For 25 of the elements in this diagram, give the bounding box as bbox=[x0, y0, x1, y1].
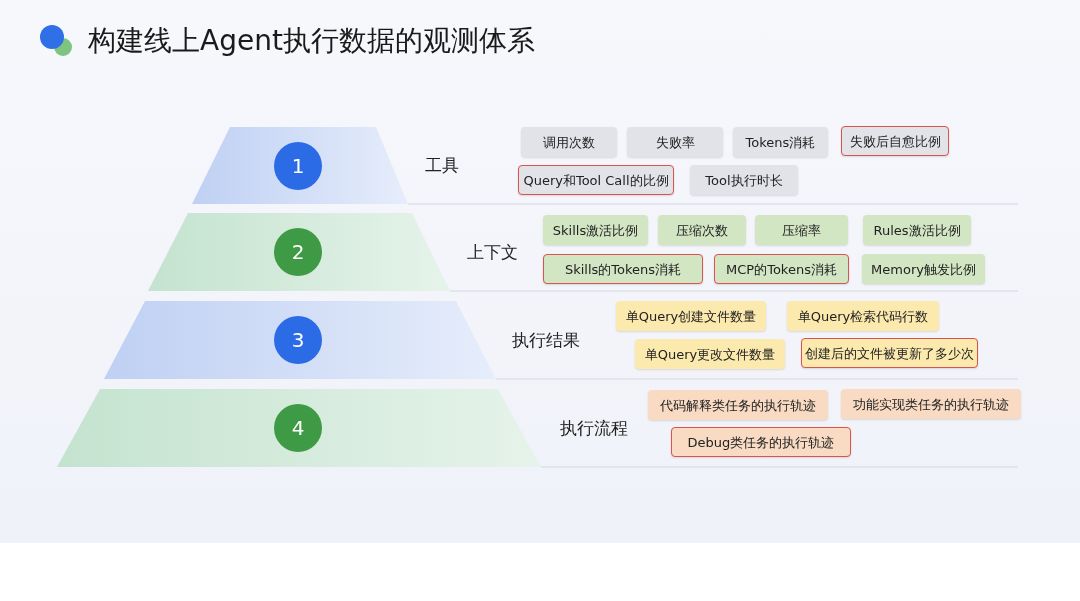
highlighted-metric-tag: MCP的Tokens消耗 bbox=[714, 254, 849, 284]
metric-tag: Tokens消耗 bbox=[733, 127, 828, 157]
metric-tag: 代码解释类任务的执行轨迹 bbox=[648, 390, 828, 420]
metric-tag: 压缩次数 bbox=[658, 215, 746, 245]
level-label: 执行流程 bbox=[560, 417, 628, 440]
highlighted-metric-tag: Skills的Tokens消耗 bbox=[543, 254, 703, 284]
highlighted-metric-tag: 失败后自愈比例 bbox=[841, 126, 949, 156]
metric-tag: 功能实现类任务的执行轨迹 bbox=[841, 389, 1021, 419]
metric-tag: 单Query检索代码行数 bbox=[787, 301, 939, 331]
metric-tag: 调用次数 bbox=[521, 127, 617, 157]
highlighted-metric-tag: Query和Tool Call的比例 bbox=[518, 165, 674, 195]
metric-tag: Rules激活比例 bbox=[863, 215, 971, 245]
metric-tag: Memory触发比例 bbox=[862, 254, 985, 284]
metric-tag: Tool执行时长 bbox=[690, 165, 798, 195]
metric-tag: 压缩率 bbox=[755, 215, 848, 245]
slide-title: 构建线上Agent执行数据的观测体系 bbox=[88, 23, 535, 59]
metric-tag: 失败率 bbox=[627, 127, 723, 157]
level-label: 上下文 bbox=[467, 241, 518, 264]
level-label: 工具 bbox=[425, 154, 459, 177]
metric-tag: Skills激活比例 bbox=[543, 215, 648, 245]
level-label: 执行结果 bbox=[512, 329, 580, 352]
metric-tag: 单Query更改文件数量 bbox=[635, 339, 785, 369]
metric-tag: 单Query创建文件数量 bbox=[616, 301, 766, 331]
highlighted-metric-tag: 创建后的文件被更新了多少次 bbox=[801, 338, 978, 368]
highlighted-metric-tag: Debug类任务的执行轨迹 bbox=[671, 427, 851, 457]
